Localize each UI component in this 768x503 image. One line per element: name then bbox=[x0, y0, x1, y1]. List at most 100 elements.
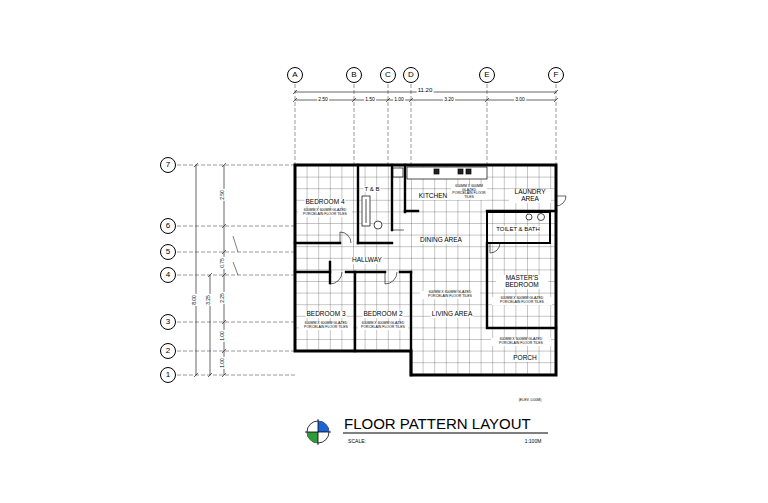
room-name: LAUNDRY AREA bbox=[509, 189, 551, 203]
tile-spec: 600MM X 600MM GLAZED PORCELAIN FLOOR TIL… bbox=[492, 297, 552, 304]
title-holder: FLOOR PATTERN LAYOUT bbox=[343, 415, 532, 433]
dimension: 3.25 bbox=[206, 294, 211, 306]
dimension: 2.25 bbox=[220, 292, 225, 304]
dimension-holder: 11.20 bbox=[417, 78, 434, 96]
room-name: LIVING AREA bbox=[431, 311, 473, 318]
dimension: 1.00 bbox=[220, 330, 225, 342]
grid-bubble: 1 bbox=[160, 367, 176, 383]
grid-label: 5 bbox=[166, 248, 170, 256]
grid-label: 6 bbox=[166, 222, 170, 230]
room-name: DINING AREA bbox=[419, 237, 463, 244]
grid-bubble: E bbox=[479, 67, 495, 83]
tile-spec-holder: 600MM X 600MM GLAZED PORCELAIN FLOOR TIL… bbox=[299, 314, 353, 332]
grid-label: 7 bbox=[166, 161, 170, 169]
room-name: KITCHEN bbox=[418, 193, 449, 200]
room-name-holder: T & B bbox=[364, 177, 381, 195]
tile-spec: 600MM X 600MM GLAZED PORCELAIN FLOOR TIL… bbox=[451, 185, 487, 200]
grid-bubble: C bbox=[380, 67, 396, 83]
grid-label: 1 bbox=[166, 371, 170, 379]
drawing-title: FLOOR PATTERN LAYOUT bbox=[343, 416, 532, 432]
room-name-holder: BEDROOM 3 bbox=[305, 302, 346, 320]
room-name-holder: LAUNDRY AREA bbox=[509, 187, 551, 205]
dimension: 0.75 bbox=[220, 257, 225, 269]
grid-label: 3 bbox=[166, 318, 170, 326]
tile-spec-holder: 600MM X 600MM GLAZED PORCELAIN FLOOR TIL… bbox=[358, 314, 408, 332]
room-name: BEDROOM 2 bbox=[362, 311, 403, 318]
room-name-holder: BEDROOM 2 bbox=[362, 302, 403, 320]
tile-spec: 600MM X 600MM GLAZED PORCELAIN FLOOR TIL… bbox=[420, 291, 480, 298]
grid-label: B bbox=[351, 71, 356, 79]
grid-bubble: 4 bbox=[160, 267, 176, 283]
room-name-holder: TOILET & BATH bbox=[495, 217, 541, 235]
dimension-holder: 2.50 bbox=[317, 87, 329, 105]
tile-spec-holder: 600MM X 600MM GLAZED PORCELAIN FLOOR TIL… bbox=[420, 283, 480, 301]
grid-bubble: A bbox=[287, 67, 303, 83]
tile-spec-holder: 600MM X 600MM GLAZED PORCELAIN FLOOR TIL… bbox=[298, 201, 352, 219]
grid-bubble: B bbox=[346, 67, 362, 83]
tile-spec-holder: 600MM X 600MM GLAZED PORCELAIN FLOOR TIL… bbox=[492, 289, 552, 307]
grid-bubble: D bbox=[403, 67, 419, 83]
dimension: 11.20 bbox=[417, 87, 434, 93]
grid-label: F bbox=[554, 71, 559, 79]
dimension-holder: 0.75 bbox=[210, 257, 228, 269]
tile-spec: 600MM X 600MM GLAZED PORCELAIN FLOOR TIL… bbox=[358, 322, 408, 329]
tile-spec-holder: 600MM X 600MM GLAZED PORCELAIN FLOOR TIL… bbox=[451, 184, 487, 202]
room-name-holder: PORCH bbox=[512, 346, 537, 364]
dimension-holder: 8.00 bbox=[182, 294, 200, 306]
grid-bubble: 2 bbox=[160, 343, 176, 359]
room-name: PORCH bbox=[512, 355, 537, 362]
grid-bubble: 5 bbox=[160, 244, 176, 260]
room-name-holder: DINING AREA bbox=[419, 228, 463, 246]
room-name-holder: BEDROOM 4 bbox=[304, 190, 345, 208]
elevation-note-holder: (ELEV. 0.00M) bbox=[518, 387, 543, 405]
room-name: TOILET & BATH bbox=[495, 226, 541, 232]
scale-label: SCALE: bbox=[347, 439, 367, 444]
grid-bubble: 7 bbox=[160, 157, 176, 173]
grid-label: C bbox=[385, 71, 391, 79]
dimension-holder: 1.50 bbox=[364, 87, 376, 105]
scale-value: 1:100M bbox=[524, 439, 543, 444]
tile-spec: 600MM X 600MM GLAZED PORCELAIN FLOOR TIL… bbox=[299, 322, 353, 329]
room-name: MASTER'S BEDROOM bbox=[496, 275, 548, 289]
walls bbox=[295, 165, 556, 375]
grid-bubble: 3 bbox=[160, 314, 176, 330]
dimension: 2.50 bbox=[317, 97, 329, 102]
dimension-holder: 2.50 bbox=[210, 189, 228, 201]
dimension-holder: 3.00 bbox=[514, 87, 526, 105]
dimension-holder: 2.25 bbox=[210, 292, 228, 304]
tile-spec: 600MM X 600MM GLAZED PORCELAIN FLOOR TIL… bbox=[298, 209, 352, 216]
dimension-holder: 1.00 bbox=[393, 87, 405, 105]
dimension-holder: 3.25 bbox=[196, 294, 214, 306]
room-name: BEDROOM 4 bbox=[304, 199, 345, 206]
dimension-holder: 3.20 bbox=[443, 87, 455, 105]
dimension: 1.00 bbox=[393, 97, 405, 102]
dimension-holder: 1.00 bbox=[210, 357, 228, 369]
room-name: HALLWAY bbox=[351, 257, 383, 264]
room-name-holder: MASTER'S BEDROOM bbox=[496, 273, 548, 291]
room-name-holder: HALLWAY bbox=[351, 248, 383, 266]
grid-label: A bbox=[292, 71, 297, 79]
floor-tiles bbox=[295, 165, 556, 375]
dimension: 1.50 bbox=[364, 97, 376, 102]
elevation-note: (ELEV. 0.00M) bbox=[518, 399, 543, 403]
grid-bubble: F bbox=[548, 67, 564, 83]
grid-label: D bbox=[408, 71, 414, 79]
grid-label: E bbox=[484, 71, 489, 79]
dimension: 3.20 bbox=[443, 97, 455, 102]
dimension: 1.00 bbox=[220, 357, 225, 369]
dimension: 3.00 bbox=[514, 97, 526, 102]
dimension-holder: 1.00 bbox=[210, 330, 228, 342]
grid-lines bbox=[177, 84, 556, 375]
tile-spec: 600MM X 600MM GLAZED PORCELAIN FLOOR TIL… bbox=[491, 338, 551, 345]
grid-bubble: 6 bbox=[160, 218, 176, 234]
dimension: 8.00 bbox=[192, 294, 197, 306]
dimension: 2.50 bbox=[220, 189, 225, 201]
grid-label: 4 bbox=[166, 271, 170, 279]
door-swings bbox=[330, 196, 566, 284]
room-name: BEDROOM 3 bbox=[305, 311, 346, 318]
grid-label: 2 bbox=[166, 347, 170, 355]
tile-spec-holder: 600MM X 600MM GLAZED PORCELAIN FLOOR TIL… bbox=[491, 330, 551, 348]
room-name: T & B bbox=[364, 186, 381, 192]
room-name-holder: KITCHEN bbox=[418, 184, 449, 202]
